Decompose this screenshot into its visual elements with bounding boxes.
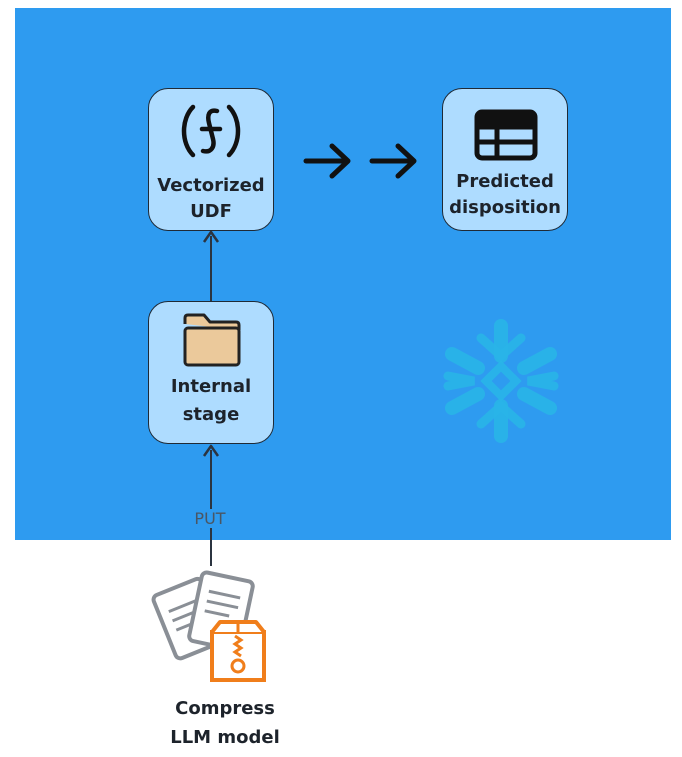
node-vectorized-udf[interactable]: Vectorized UDF bbox=[148, 88, 274, 231]
arrow-udf-to-disposition bbox=[303, 143, 417, 179]
node-predicted-disposition[interactable]: Predicted disposition bbox=[442, 88, 568, 231]
lambda-icon bbox=[181, 104, 241, 158]
source-caption-line2: LLM model bbox=[170, 727, 280, 748]
edge-label-put: PUT bbox=[180, 509, 240, 528]
node-label-line2: disposition bbox=[449, 197, 561, 218]
snowflake-logo bbox=[443, 319, 559, 443]
node-label-line1: Internal bbox=[170, 376, 252, 397]
node-label-line2: stage bbox=[182, 404, 240, 425]
node-label-line2: UDF bbox=[190, 201, 232, 222]
compressed-documents-icon bbox=[151, 570, 266, 682]
node-label-line1: Vectorized bbox=[157, 175, 265, 196]
folder-icon bbox=[183, 313, 241, 367]
node-label-line1: Predicted bbox=[456, 171, 554, 192]
table-icon bbox=[474, 109, 538, 161]
source-caption-line1: Compress bbox=[175, 698, 275, 719]
arrow-stage-to-udf bbox=[202, 230, 220, 301]
node-internal-stage[interactable]: Internal stage bbox=[148, 301, 274, 444]
arrow-put-to-stage bbox=[202, 444, 220, 566]
